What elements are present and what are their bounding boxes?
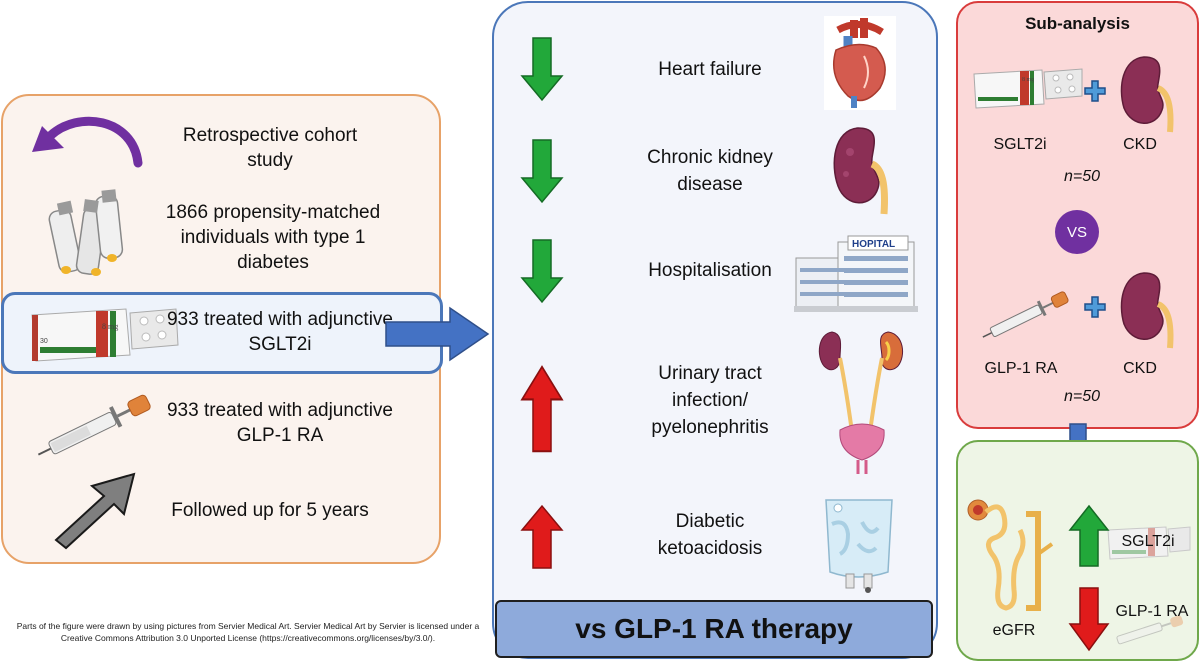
sub-condition2-label: CKD bbox=[1123, 360, 1157, 377]
up-arrow-icon bbox=[520, 365, 564, 453]
sub-drug2-label: GLP-1 RA bbox=[984, 360, 1058, 377]
cycle-arrow-icon bbox=[32, 116, 143, 168]
up-arrow-icon bbox=[520, 504, 564, 569]
syringe-icon bbox=[1116, 615, 1184, 645]
population-text: 1866 propensity-matched individuals with… bbox=[165, 202, 381, 273]
outcome-label: Chronic kidney disease bbox=[647, 147, 773, 195]
outcome-label: Heart failure bbox=[658, 59, 762, 80]
sglt2i-group-text: 933 treated with adjunctive SGLT2i bbox=[166, 309, 394, 355]
sub-drug1-label: SGLT2i bbox=[993, 136, 1047, 153]
sglt2i-pill-box-icon bbox=[1107, 526, 1191, 560]
outcome-label: Urinary tract infection/ pyelonephritis bbox=[651, 363, 769, 438]
sub-n1-label: n=50 bbox=[1064, 168, 1101, 185]
outcome-label: Diabetic ketoacidosis bbox=[657, 511, 763, 559]
outcome-label: Hospitalisation bbox=[648, 260, 772, 281]
follow-up-text: Followed up for 5 years bbox=[171, 500, 369, 521]
egfr-label: eGFR bbox=[992, 622, 1036, 639]
nephron-icon bbox=[967, 499, 1054, 611]
down-arrow-icon bbox=[1068, 587, 1110, 652]
svg-text:8 mg: 8 mg bbox=[1022, 77, 1034, 83]
down-arrow-icon bbox=[520, 37, 564, 102]
flow-arrow-icon bbox=[385, 306, 490, 362]
urinary-tract-icon bbox=[818, 331, 904, 474]
sub-condition1-label: CKD bbox=[1123, 136, 1157, 153]
svg-text:HOPITAL: HOPITAL bbox=[852, 239, 895, 250]
syringe-icon bbox=[37, 394, 151, 456]
sub-analysis-title: Sub-analysis bbox=[1025, 14, 1130, 33]
up-arrow-icon bbox=[1068, 504, 1110, 567]
follow-up-arrow-icon bbox=[54, 472, 136, 550]
comparison-footer: vs GLP-1 RA therapy bbox=[495, 600, 933, 658]
heart-icon bbox=[824, 16, 896, 110]
plus-icon bbox=[1084, 296, 1106, 318]
syringe-icon bbox=[982, 291, 1069, 338]
image-credit: Parts of the figure were drawn by using … bbox=[16, 621, 480, 643]
sub-n2-label: n=50 bbox=[1064, 388, 1101, 405]
vs-badge: VS bbox=[1055, 210, 1099, 254]
iv-bag-icon bbox=[825, 499, 893, 593]
test-strips-icon bbox=[48, 189, 124, 276]
kidney-icon bbox=[1120, 272, 1174, 349]
kidney-icon bbox=[1120, 56, 1174, 133]
plus-icon bbox=[1084, 80, 1106, 102]
sglt2i-pill-box-icon: 8 mg 30 bbox=[31, 308, 179, 362]
down-arrow-icon bbox=[520, 239, 564, 304]
egfr-down-label: GLP-1 RA bbox=[1115, 603, 1189, 620]
glp1-group-text: 933 treated with adjunctive GLP-1 RA bbox=[166, 400, 394, 446]
kidney-icon bbox=[833, 127, 888, 215]
egfr-up-label: SGLT2i bbox=[1121, 533, 1175, 550]
study-design-text: Retrospective cohort study bbox=[182, 125, 358, 171]
hospital-icon: HOPITAL bbox=[794, 235, 918, 312]
svg-text:8 mg: 8 mg bbox=[102, 322, 118, 331]
down-arrow-icon bbox=[520, 139, 564, 204]
sglt2i-pill-box-icon: 8 mg bbox=[973, 68, 1083, 109]
svg-text:30: 30 bbox=[40, 338, 48, 345]
